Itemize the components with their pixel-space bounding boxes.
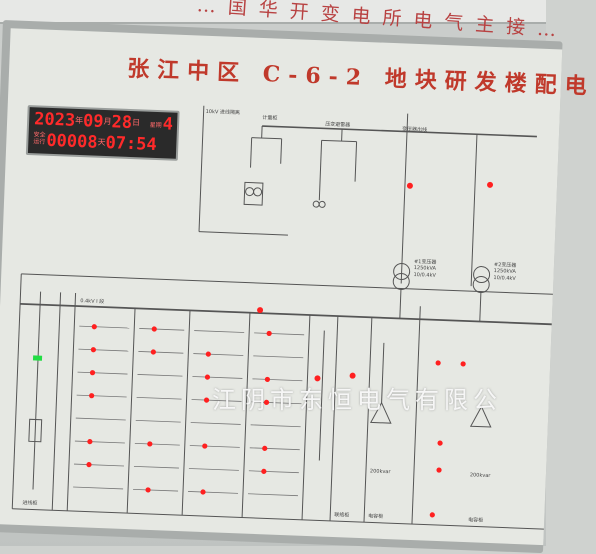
label-transformer-1-voltage: 10/0.4kV [413, 272, 436, 279]
light-feeder-a3 [90, 370, 95, 375]
light-feeder-c3 [205, 374, 210, 379]
t2-to-bus [480, 293, 481, 322]
pt-branch-a [319, 140, 321, 200]
label-bus-04kv: 0.4kV I 段 [80, 297, 104, 305]
light-cap-5 [430, 512, 435, 517]
hv-divider-1 [199, 106, 204, 232]
label-cap-rating: 200kvar [370, 468, 391, 475]
t1-feeder [401, 114, 408, 284]
lv-divider-5 [242, 313, 250, 518]
lv-divider-2 [67, 293, 75, 511]
metering-branch-b [281, 139, 282, 164]
lv-divider-1 [52, 292, 60, 510]
light-feeder-b2 [151, 349, 156, 354]
light-cap-3 [437, 440, 442, 445]
pt-branch-b [355, 142, 357, 182]
label-capacitor-2: 电容柜 [468, 516, 483, 524]
light-feeder-d1 [266, 331, 271, 336]
label-transformer-2-voltage: 10/0.4kV [493, 275, 516, 282]
light-feeder-c6 [202, 443, 207, 448]
label-contact: 联络柜 [334, 511, 349, 519]
metering-ct-1 [245, 187, 253, 195]
light-feeder-c4 [204, 397, 209, 402]
lv-busbar [20, 304, 552, 324]
watermark-company: 江阴市东恒电气有限公 [212, 380, 502, 415]
lv-divider-6 [302, 315, 310, 520]
light-feeder-d7 [261, 469, 266, 474]
light-cap-4 [436, 467, 441, 472]
lv-frame-bottom [12, 509, 544, 529]
lv-divider-8 [364, 317, 372, 522]
light-t2-feeder [487, 182, 493, 188]
light-feeder-a6 [87, 439, 92, 444]
light-feeder-a1 [92, 324, 97, 329]
light-feeder-a4 [89, 393, 94, 398]
mimic-panel: 张江中区 C-6-2 地块研发楼配电 2023年09月28日 星期4 安全运行0… [0, 28, 562, 545]
label-transformer-1-rating: 1250kVA [414, 265, 436, 272]
mimic-panel-frame: 张江中区 C-6-2 地块研发楼配电 2023年09月28日 星期4 安全运行0… [0, 20, 563, 553]
t2-feeder [471, 134, 477, 286]
light-cap-1 [435, 360, 440, 365]
label-pt: 压变避雷器 [325, 120, 350, 128]
lv-divider-7 [330, 316, 338, 521]
lv-divider-9 [412, 306, 420, 524]
light-t1-feeder [407, 183, 413, 189]
lv-divider-4 [182, 310, 190, 515]
metering-branch-a [251, 138, 252, 168]
pt-split [322, 140, 357, 141]
label-transformer-out-1: 变压器出线 [402, 125, 427, 133]
t2-winding-lv [473, 276, 490, 293]
light-feeder-b1 [152, 326, 157, 331]
indicator-lights [85, 167, 493, 520]
light-feeder-c2 [206, 351, 211, 356]
label-transformer-2-rating: 1250kVA [494, 268, 516, 275]
light-feeder-c8 [200, 489, 205, 494]
lv-frame-left [12, 274, 21, 509]
single-line-diagram [0, 28, 562, 545]
light-contact-2 [349, 373, 355, 379]
lv-incoming-line [33, 292, 41, 490]
lv-divider-3 [127, 308, 135, 513]
label-metering: 计量柜 [262, 114, 277, 122]
header-strip: …国华开变电所电气主接… [0, 0, 546, 24]
light-feeder-a2 [91, 347, 96, 352]
label-cap-rating-2: 200kvar [470, 472, 491, 479]
light-feeder-b6 [147, 441, 152, 446]
light-cap-2 [460, 361, 465, 366]
t2-winding-hv [473, 266, 490, 283]
hv-bottom-line [199, 232, 288, 235]
light-feeder-d6 [262, 446, 267, 451]
pt-coil-1 [313, 201, 319, 207]
label-incoming-10kv: 10kV 进线隔离 [206, 108, 241, 116]
metering-ct-2 [253, 188, 261, 196]
metering-split [252, 138, 282, 139]
light-feeder-a7 [86, 462, 91, 467]
light-incoming-green [33, 355, 42, 360]
label-incoming-line: 进线柜 [22, 499, 37, 507]
t1-lv-drop [400, 289, 401, 305]
pt-coil-2 [319, 201, 325, 207]
light-feeder-b8 [145, 487, 150, 492]
hv-busbar [262, 126, 537, 137]
label-capacitor: 电容柜 [368, 512, 383, 520]
